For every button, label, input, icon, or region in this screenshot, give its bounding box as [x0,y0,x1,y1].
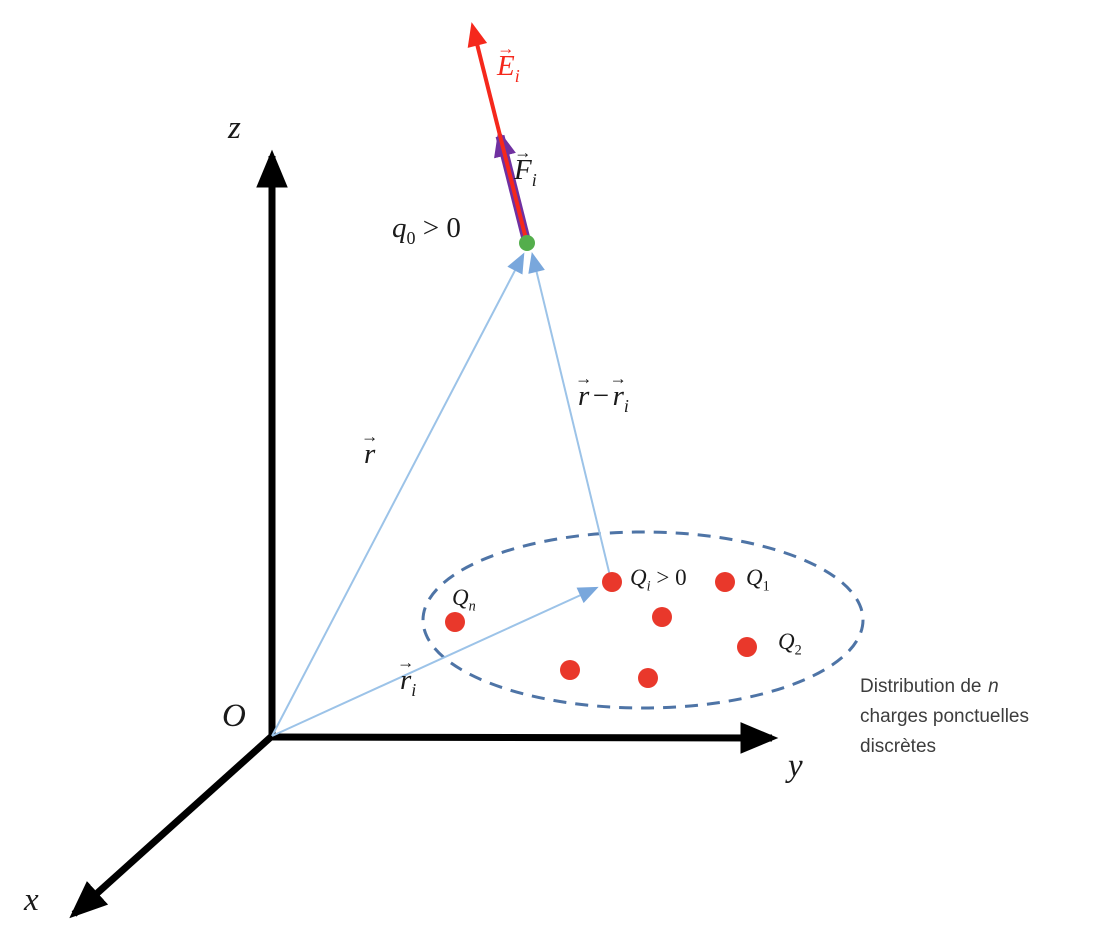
force-vector-Fi-label: →Fi [514,142,537,190]
x-axis-label: x [24,882,39,918]
charge-dot-Q1 [715,572,735,592]
y-axis [271,722,779,754]
annotation-line-2: charges ponctuelles [860,706,1029,727]
charge-dot-Qi [602,572,622,592]
y-axis-label: y [788,748,803,784]
charge-dot [638,668,658,688]
charge-Q1-label: Q1 [746,565,770,595]
vector-r-minus-ri [528,252,611,577]
z-axis-label: z [228,110,241,146]
vector-r [271,252,525,737]
charge-dot [560,660,580,680]
charge-dot-Qn [445,612,465,632]
vector-r-label: →r [360,426,379,470]
field-vector-Ei-label: →Ei [497,38,520,86]
annotation-line-3: discrètes [860,736,937,757]
charge-distribution-ellipse [421,530,865,710]
vector-ri-label: →ri [396,652,417,700]
charge-dot-Q2 [737,637,757,657]
test-charge-dot [519,235,535,251]
vector-r-minus-ri-label: →r−→ri [574,368,629,416]
x-axis [69,733,275,919]
charge-Qi-label: Qi> 0 [630,565,687,595]
charge-Qn-label: Qn [452,585,476,615]
charge-dot [652,607,672,627]
charge-Q2-label: Q2 [778,629,802,659]
vector-field-Ei [467,22,529,244]
vector-ri [271,586,599,737]
test-charge-label: q0> 0 [392,212,461,248]
origin-label: O [222,698,246,734]
